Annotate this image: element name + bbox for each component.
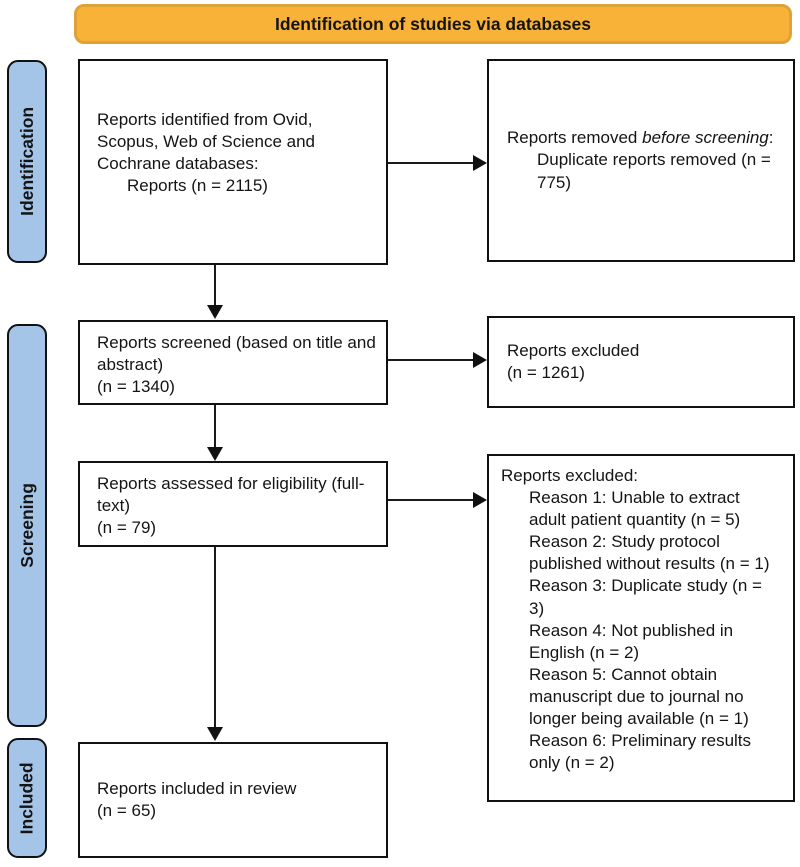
reports-included-count: (n = 65) (97, 801, 157, 820)
arrow-down-icon-3 (207, 727, 223, 741)
box-reports-identified: Reports identified from Ovid, Scopus, We… (78, 59, 388, 265)
phase-label-identification: Identification (7, 60, 47, 263)
reports-removed-text: Reports removed before screening: (507, 127, 777, 149)
arrow-right-line-row1 (388, 162, 476, 164)
reports-identified-text: Reports identified from Ovid, Scopus, We… (97, 109, 315, 173)
reports-screened-count: (n = 1340) (97, 377, 175, 397)
phase-label-included: Included (7, 738, 47, 858)
arrow-right-icon-row3 (473, 492, 487, 508)
box-reports-excluded-fulltext: Reports excluded: Reason 1: Unable to ex… (487, 454, 795, 802)
arrow-right-icon-row2 (473, 352, 487, 368)
box-reports-included: Reports included in review (n = 65) (78, 742, 388, 858)
arrow-right-line-row2 (388, 359, 476, 361)
reports-excluded-screening-text: Reports excluded (507, 340, 640, 360)
arrow-right-line-row3 (388, 499, 476, 501)
arrow-down-line-2 (214, 405, 216, 449)
exclusion-reason-2: Reason 2: Study protocol published witho… (529, 532, 770, 574)
box-reports-removed: Reports removed before screening: Duplic… (487, 59, 795, 262)
exclusion-reason-6: Reason 6: Preliminary results only (n = … (529, 731, 752, 773)
exclusion-reason-1: Reason 1: Unable to extract adult patien… (529, 488, 741, 530)
exclusion-reason-5: Reason 5: Cannot obtain manuscript due t… (529, 664, 749, 729)
reports-excluded-screening-count: (n = 1261) (507, 363, 585, 382)
arrow-right-icon-row1 (473, 155, 487, 171)
phase-label-included-text: Included (16, 762, 37, 834)
arrow-down-icon-1 (207, 305, 223, 319)
box-reports-excluded-screening: Reports excluded (n = 1261) (487, 316, 795, 408)
diagram-title: Identification of studies via databases (274, 13, 592, 34)
arrow-down-icon-2 (207, 447, 223, 461)
diagram-title-banner: Identification of studies via databases (74, 4, 792, 44)
phase-label-screening: Screening (7, 324, 47, 727)
reports-assessed-text: Reports assessed for eligibility (full-t… (97, 474, 365, 516)
phase-label-screening-text: Screening (16, 483, 37, 568)
reports-included-text: Reports included in review (97, 778, 297, 798)
reports-excluded-fulltext-header: Reports excluded: (501, 466, 639, 485)
reports-removed-italic: before screening (642, 128, 769, 148)
arrow-down-line-1 (214, 265, 216, 307)
exclusion-reason-4: Reason 4: Not published in English (n = … (529, 620, 734, 662)
reports-screened-text: Reports screened (based on title and abs… (97, 333, 376, 375)
phase-label-identification-text: Identification (16, 107, 37, 216)
arrow-down-line-3 (214, 547, 216, 729)
exclusion-reason-3: Reason 3: Duplicate study (n = 3) (529, 576, 762, 618)
box-reports-screened: Reports screened (based on title and abs… (78, 320, 388, 405)
reports-removed-suffix: : (768, 128, 774, 148)
reports-assessed-count: (n = 79) (97, 518, 157, 538)
reports-removed-detail: Duplicate reports removed (n = 775) (537, 150, 771, 192)
reports-removed-prefix: Reports removed (507, 128, 643, 148)
box-reports-assessed: Reports assessed for eligibility (full-t… (78, 461, 388, 547)
reports-identified-count: Reports (n = 2115) (127, 176, 268, 196)
